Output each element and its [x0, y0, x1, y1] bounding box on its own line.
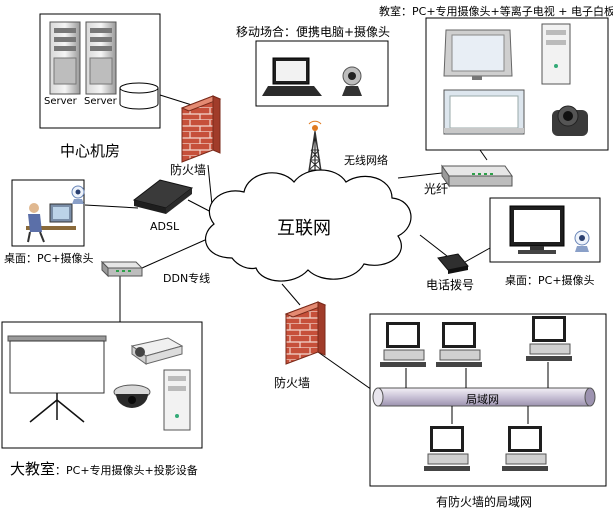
ptz-camera-icon: [552, 105, 588, 136]
webcam-icon: [574, 230, 590, 252]
pc-icon: [526, 316, 572, 361]
person-at-pc-icon: [26, 203, 76, 243]
firewall-icon: [284, 301, 327, 365]
server-label: Server: [44, 96, 77, 107]
server-label: Server: [84, 96, 117, 107]
database-icon: [119, 82, 159, 110]
pc-icon: [380, 322, 426, 367]
webcam-icon: [71, 185, 85, 204]
server-icon: [49, 21, 81, 95]
lan-pipe: [372, 387, 596, 407]
wireless-label: 无线网络: [344, 154, 388, 167]
server-icon: [85, 21, 117, 95]
lan-caption: 有防火墙的局域网: [436, 495, 533, 509]
classroom-box: [425, 17, 609, 151]
projection-screen-icon: [7, 335, 107, 423]
firewall-bottom-label: 防火墙: [274, 376, 311, 390]
webcam-icon: [342, 66, 362, 96]
lan-label: 局域网: [466, 393, 499, 406]
dialup-modem-icon: [437, 253, 469, 274]
fiber-modem-icon: [441, 164, 513, 188]
ddn-label: DDN专线: [163, 272, 211, 285]
big-classroom-title: 大教室: [10, 460, 56, 478]
internet-cloud: [204, 169, 412, 282]
lan-box: [369, 313, 607, 487]
dome-camera-icon: [113, 384, 151, 408]
ddn-modem-icon: [100, 260, 144, 278]
mobile-label: 移动场合：便携电脑+摄像头: [236, 25, 391, 39]
pc-tower-icon: [541, 23, 571, 85]
mobile-box: [255, 40, 389, 107]
adsl-label: ADSL: [150, 220, 180, 233]
pc-icon: [502, 426, 548, 471]
pc-icon: [436, 322, 482, 367]
dialup-label: 电话拨号: [426, 278, 475, 292]
internet-label: 互联网: [277, 218, 331, 239]
desk-left-label: 桌面：PC+摄像头: [4, 252, 94, 265]
big-classroom-box: [1, 321, 203, 449]
adsl-modem-icon: [132, 179, 194, 214]
projector-icon: [130, 337, 184, 365]
center-room-title: 中心机房: [60, 142, 121, 160]
classroom-label: 教室：PC+专用摄像头+等离子电视 + 电子白板: [379, 5, 613, 18]
big-classroom-label: 大教室：PC+专用摄像头+投影设备: [10, 458, 198, 479]
desk-right-label: 桌面：PC+摄像头: [505, 274, 595, 287]
firewall-icon: [180, 95, 222, 163]
firewall-top-label: 防火墙: [170, 163, 207, 177]
whiteboard-icon: [443, 89, 525, 135]
laptop-icon: [262, 57, 322, 96]
desk-right-box: [489, 197, 601, 263]
center-room-box: [39, 13, 161, 129]
monitor-icon: [509, 205, 565, 254]
big-classroom-desc: ：PC+专用摄像头+投影设备: [55, 464, 198, 477]
fiber-label: 光纤: [424, 182, 449, 196]
plasma-tv-icon: [443, 29, 513, 80]
pc-icon: [424, 426, 470, 471]
pc-tower-icon: [163, 369, 191, 431]
